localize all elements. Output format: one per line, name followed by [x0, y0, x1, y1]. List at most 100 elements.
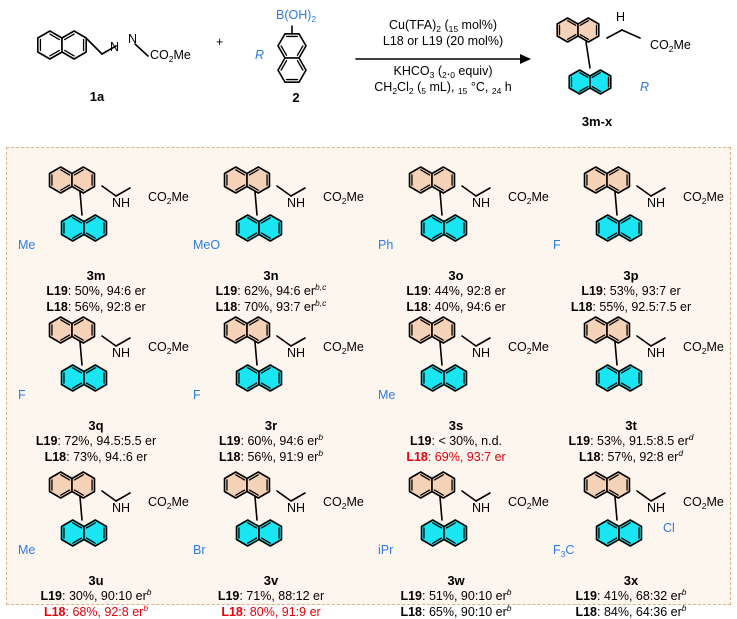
double-bond — [607, 232, 618, 239]
entry-3u-nn-bond — [115, 492, 131, 502]
entry-3n-nh-bond — [276, 185, 292, 197]
double-bond — [591, 86, 602, 93]
double-bond — [432, 232, 443, 239]
double-bond — [433, 489, 444, 496]
double-bond — [85, 367, 96, 374]
entry-3r-biaryl-bond — [254, 341, 258, 366]
entry-3n-label: 3n — [263, 268, 279, 283]
double-bond — [445, 232, 456, 239]
double-bond — [260, 382, 271, 389]
entry-3p-bottom-naphthalene-ring-b — [618, 214, 643, 242]
entry-3n-ester: CO2Me — [323, 190, 364, 206]
entry-3n-top-naphthalene-ring-b — [246, 166, 271, 194]
entry-3x-top-naphthalene-ring-b — [606, 471, 631, 499]
double-bond — [607, 217, 618, 224]
double-bond — [432, 367, 443, 374]
entry-3s-nh: NH — [472, 346, 491, 360]
double-bond — [420, 319, 431, 326]
double-bond — [445, 522, 456, 529]
double-bond — [235, 319, 246, 326]
double-bond — [85, 537, 96, 544]
reagent-2-label: 2 — [292, 90, 300, 105]
product-ester: CO2Me — [650, 38, 691, 54]
entry-3v-nh-bond — [276, 490, 292, 502]
entry-3v-biaryl-bond — [254, 496, 258, 521]
entry-3o-substituent: Ph — [378, 238, 394, 252]
entry-3n-bottom-naphthalene-ring-a — [235, 214, 260, 242]
entry-3m-substituent: Me — [18, 238, 36, 252]
double-bond — [235, 474, 246, 481]
entry-3q-biaryl-bond — [79, 341, 83, 366]
entry-3u-label: 3u — [88, 573, 104, 588]
entry-3o-bottom-naphthalene-ring-a — [420, 214, 445, 242]
double-bond — [296, 45, 304, 56]
double-bond — [432, 537, 443, 544]
entry-3o-label: 3o — [448, 268, 464, 283]
entry-3p-label: 3p — [623, 268, 639, 283]
reagent-2-naphthalene-ring-b — [277, 57, 307, 83]
double-bond — [60, 184, 71, 191]
double-bond — [247, 382, 258, 389]
entry-3s-l18-result: L18: 69%, 93:7 er — [406, 450, 506, 464]
entry-3o-ester: CO2Me — [508, 190, 549, 206]
entry-3x-label: 3x — [623, 573, 639, 588]
double-bond — [566, 19, 577, 26]
entry-3x-substituent: F3C — [553, 543, 575, 559]
double-bond — [579, 34, 590, 41]
double-bond — [260, 217, 271, 224]
double-bond — [595, 169, 606, 176]
entry-3n-l18-result: L18: 70%, 93:7 erb,c — [215, 298, 327, 314]
entry-3v-substituent: Br — [193, 543, 206, 557]
entry-3n-l19-result: L19: 62%, 94:6 erb,c — [215, 282, 327, 298]
double-bond — [620, 537, 631, 544]
double-bond — [235, 334, 246, 341]
double-bond — [607, 367, 618, 374]
reagent-1a-naphthalene-ring-b — [61, 30, 87, 60]
entry-3p-top-naphthalene-ring-b — [606, 166, 631, 194]
double-bond — [260, 537, 271, 544]
double-bond — [60, 474, 71, 481]
entry-3s-l19-result: L19: < 30%, n.d. — [409, 434, 503, 448]
entry-3q-l19-result: L19: 72%, 94.5:5.5 er — [35, 434, 157, 448]
entry-3x-bottom-naphthalene-ring-a — [595, 519, 620, 547]
entry-3v-l18-result: L18: 80%, 91:9 er — [221, 605, 321, 619]
entry-3m-nh: NH — [112, 196, 131, 210]
reagent-1a-ester: CO2Me — [150, 48, 191, 64]
double-bond — [248, 474, 259, 481]
double-bond — [607, 522, 618, 529]
entry-3r-l19-result: L19: 60%, 94:6 erb — [218, 432, 324, 448]
entry-3m-ester: CO2Me — [148, 190, 189, 206]
entry-3m-bottom-naphthalene-ring-a — [60, 214, 85, 242]
entry-3v-ester: CO2Me — [323, 495, 364, 511]
condition-catalyst: Cu(TFA)2 (15 mol%) — [389, 18, 497, 34]
azo-n1: N — [110, 40, 120, 54]
reagent-2-naphthalene-ring-a — [277, 32, 307, 59]
entry-3v-bottom-naphthalene-ring-b — [258, 519, 283, 547]
entry-3o-bottom-naphthalene-ring-b — [443, 214, 468, 242]
double-bond — [72, 382, 83, 389]
double-bond — [280, 45, 288, 56]
double-bond — [296, 60, 304, 71]
entry-3s-top-naphthalene-ring-a — [408, 316, 433, 344]
double-bond — [72, 217, 83, 224]
entry-3s-ester: CO2Me — [508, 340, 549, 356]
entry-3x-bottom-naphthalene-ring-b — [618, 519, 643, 547]
entry-3x-nh-bond — [636, 490, 652, 502]
double-bond — [591, 71, 602, 78]
entry-3w-l19-result: L19: 51%, 90:10 erb — [400, 587, 512, 603]
reagent-1a-naphthalene-ring-a — [36, 30, 63, 60]
product-label: 3m-x — [581, 114, 613, 129]
double-bond — [608, 184, 619, 191]
entry-3p-bottom-naphthalene-ring-a — [595, 214, 620, 242]
double-bond — [432, 522, 443, 529]
entry-3o-l19-result: L19: 44%, 92:8 er — [406, 284, 506, 298]
entry-3m-biaryl-bond — [79, 191, 83, 216]
double-bond — [49, 49, 60, 57]
entry-3t-label: 3t — [625, 418, 637, 433]
entry-3w-label: 3w — [447, 573, 465, 588]
double-bond — [620, 232, 631, 239]
entry-3r-ester: CO2Me — [323, 340, 364, 356]
entry-3o-nn-bond — [475, 187, 491, 197]
entry-3r-substituent: F — [193, 388, 201, 402]
